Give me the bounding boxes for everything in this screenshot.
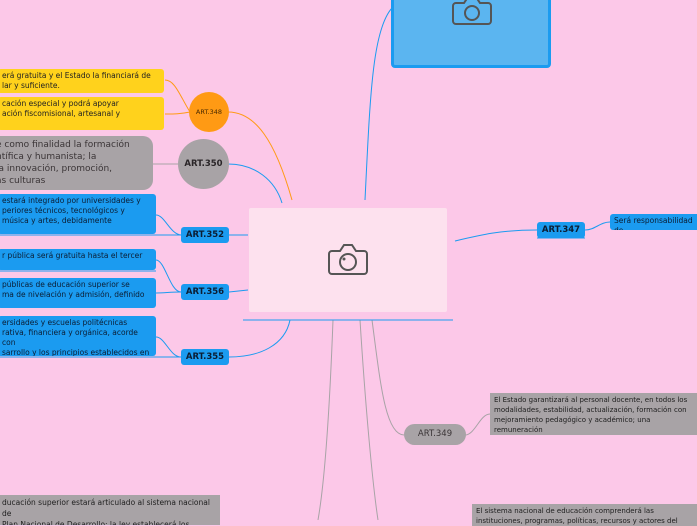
art348-node[interactable]: ART.348 [189,92,229,132]
connector-art347 [454,229,538,242]
art348-note-1: erá gratuita y el Estado la financiará d… [0,69,164,93]
connector-art349-note [464,413,491,436]
art349-note: El Estado garantizará al personal docent… [490,393,697,435]
top-topic-node[interactable] [391,0,551,68]
connector-art356-note1 [155,259,182,293]
bottom-left-note: ducación superior estará articulado al s… [0,495,220,525]
connector-top [364,7,393,201]
camera-icon [452,0,492,25]
art356-node[interactable]: ART.356 [181,284,229,300]
art355-label: ART.355 [185,352,225,362]
art352-node[interactable]: ART.352 [181,227,229,243]
connector-art348-note1 [164,79,191,113]
art355-note: ersidades y escuelas politécnicas rativa… [0,316,156,356]
art356-note-2: públicas de educación superior se ma de … [0,278,156,308]
art347-node[interactable]: ART.347 [537,222,585,238]
connector-art356-note2 [155,291,182,294]
art349-label: ART.349 [417,429,453,439]
connector-art352-note [155,214,183,236]
art356-note-1: r pública será gratuita hasta el tercer [0,249,156,270]
connector-bottom-right [359,319,379,520]
art347-label: ART.347 [541,225,581,235]
connector-art348-note2 [164,111,191,115]
art350-label: ART.350 [184,159,223,169]
art356-label: ART.356 [185,287,225,297]
connector-art355-note [155,336,182,358]
central-topic[interactable] [249,208,447,312]
art348-label: ART.348 [195,108,223,116]
connector-art355 [228,319,291,358]
connector-art350 [227,163,283,204]
camera-icon [328,244,368,275]
art355-node[interactable]: ART.355 [181,349,229,365]
art347-note: Será responsabilidad de [610,214,697,230]
connector-art356 [228,289,249,293]
connector-art347-note [584,221,611,231]
bottom-right-note: El sistema nacional de educación compren… [472,504,697,526]
connector-art349 [371,319,405,436]
art352-note: estará integrado por universidades y per… [0,194,156,234]
connector-bottom-left [317,319,334,520]
connector-art348 [227,111,293,201]
art348-note-2: cación especial y podrá apoyar ación fis… [0,97,164,130]
art350-node[interactable]: ART.350 [178,139,229,189]
art352-label: ART.352 [185,230,225,240]
art349-node[interactable]: ART.349 [404,424,466,445]
